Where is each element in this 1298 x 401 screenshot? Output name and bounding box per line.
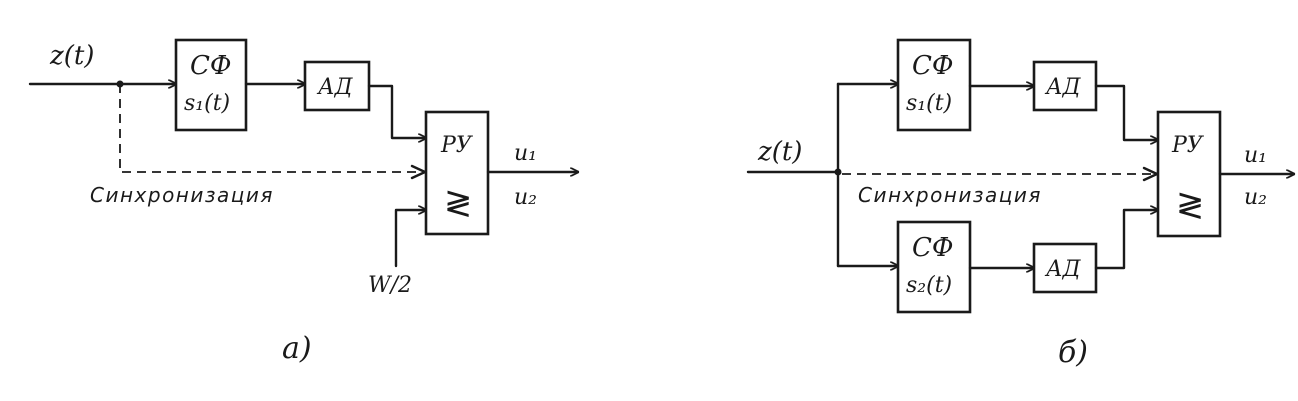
b-decision-box bbox=[1156, 110, 1222, 238]
a-compare-symbol: ≷ bbox=[444, 183, 473, 223]
b-filter2-label: СФ bbox=[912, 233, 953, 263]
b-filter1-signal: s₁(t) bbox=[906, 91, 952, 116]
diagram-a: z(t) СФ s₁(t) АД Синхронизация W/2 РУ ≷ … bbox=[28, 38, 580, 366]
a-output-u2: u₂ bbox=[514, 185, 537, 210]
b-matched-filter-2-box bbox=[896, 220, 972, 314]
a-filter-label: СФ bbox=[190, 51, 231, 81]
a-detector-box bbox=[303, 60, 371, 112]
a-output-u1: u₁ bbox=[514, 141, 537, 166]
a-threshold-label: W/2 bbox=[368, 273, 412, 298]
b-caption: б) bbox=[1058, 335, 1088, 370]
b-input-label: z(t) bbox=[757, 137, 802, 167]
a-threshold-line bbox=[394, 210, 428, 268]
b-output-u2: u₂ bbox=[1244, 185, 1267, 210]
b-detector1-label: АД bbox=[1044, 75, 1082, 100]
b-detector2-label: АД bbox=[1044, 257, 1082, 282]
a-caption: а) bbox=[282, 331, 312, 366]
a-filter-signal: s₁(t) bbox=[184, 91, 230, 116]
b-detector-1-box bbox=[1032, 60, 1098, 112]
diagram-b: z(t) СФ s₁(t) СФ s₂(t) АД АД Синхронизац… bbox=[746, 38, 1296, 370]
b-filter1-label: СФ bbox=[912, 51, 953, 81]
b-decision-label: РУ bbox=[1171, 133, 1205, 158]
b-sync-label: Синхронизация bbox=[858, 183, 1042, 207]
a-detector-label: АД bbox=[316, 75, 354, 100]
b-detector1-to-decision-line bbox=[1094, 84, 1160, 140]
b-filter2-signal: s₂(t) bbox=[906, 273, 952, 298]
a-decision-label: РУ bbox=[440, 133, 474, 158]
b-compare-symbol: ≷ bbox=[1176, 185, 1205, 225]
b-output-u1: u₁ bbox=[1244, 143, 1267, 168]
a-sync-label: Синхронизация bbox=[90, 183, 274, 207]
a-detector-to-decision-line bbox=[367, 84, 428, 138]
b-detector2-to-decision-line bbox=[1094, 210, 1160, 270]
a-input-label: z(t) bbox=[49, 41, 94, 71]
b-matched-filter-1-box bbox=[896, 38, 972, 132]
a-decision-box bbox=[424, 110, 490, 236]
a-sync-line bbox=[119, 84, 424, 173]
